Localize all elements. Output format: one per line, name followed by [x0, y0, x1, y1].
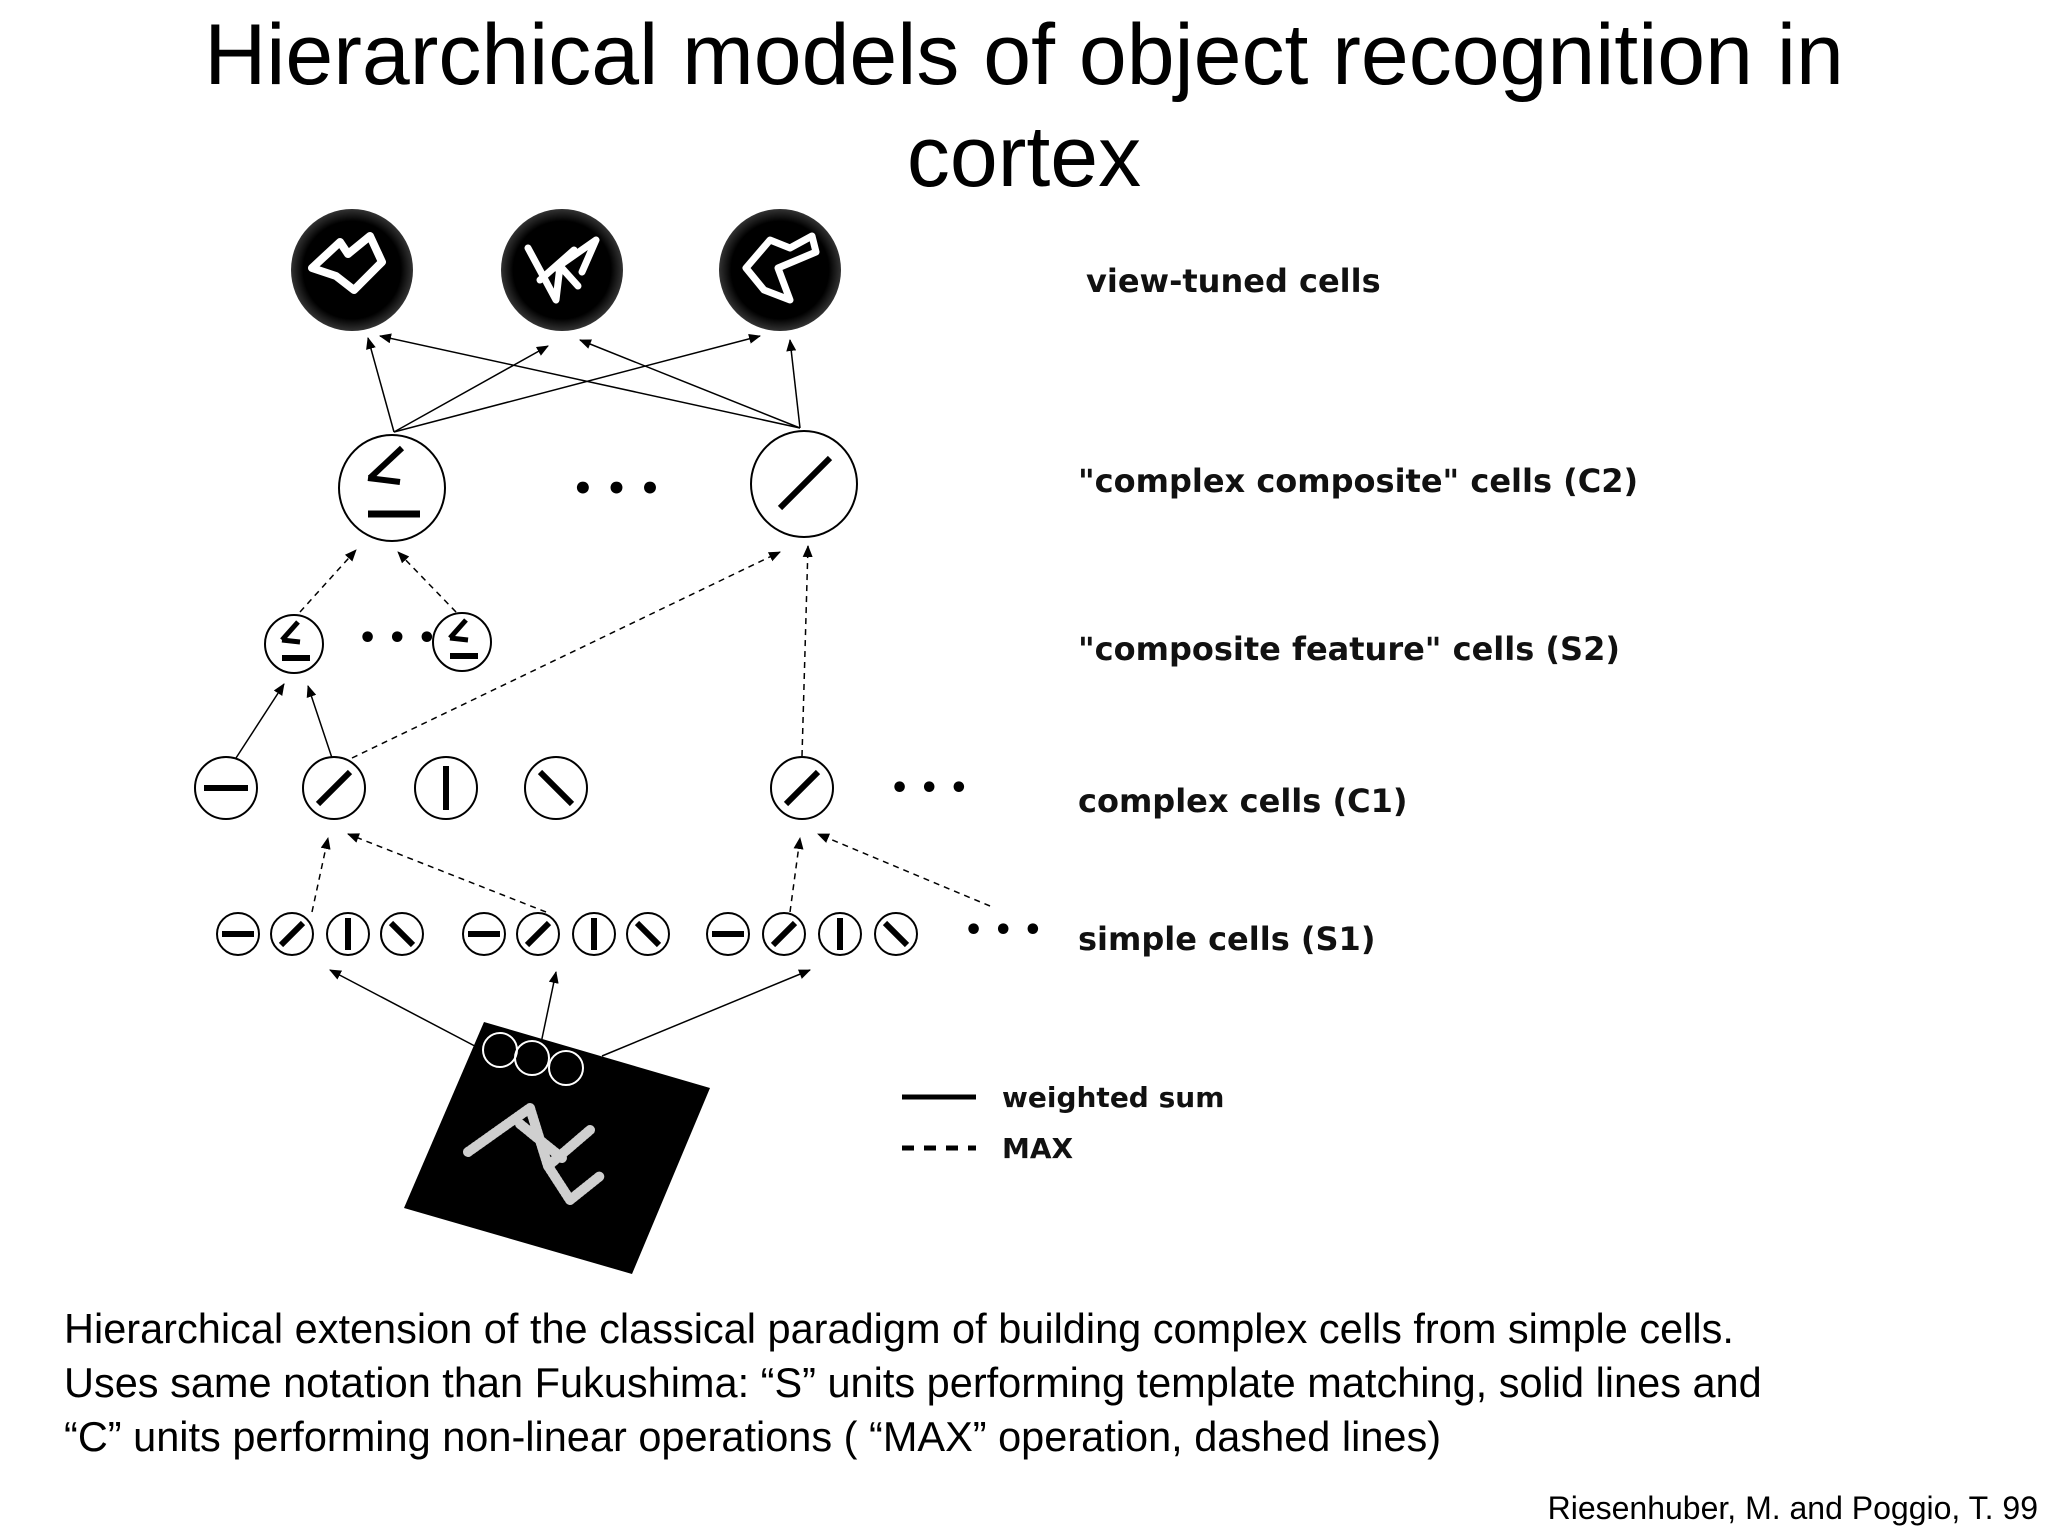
receptive-field-circles [482, 1032, 584, 1086]
c1-cell [770, 756, 834, 820]
s1-cell [626, 912, 670, 956]
s1-cell [762, 912, 806, 956]
view-tuned-cell [501, 209, 623, 331]
c1-cells [194, 756, 834, 820]
c1-cell [414, 756, 478, 820]
view-tuned-cell [719, 209, 841, 331]
c2-cell [338, 434, 446, 542]
view-tuned-cells [291, 209, 841, 331]
s1-cell [874, 912, 918, 956]
label-s1-cells: simple cells (S1) [1078, 920, 1375, 958]
label-c2-cells: "complex composite" cells (C2) [1078, 462, 1638, 500]
s1-cell [216, 912, 260, 956]
s1-to-c1-connections [311, 833, 991, 913]
s2-ellipsis: • • • [358, 621, 436, 656]
legend-max-label: MAX [1002, 1132, 1074, 1165]
s1-cell [572, 912, 616, 956]
s1-cell [516, 912, 560, 956]
s1-group [706, 912, 918, 956]
c2-to-view-tuned-connections [366, 333, 801, 433]
input-to-s1-connections [329, 969, 811, 1057]
citation: Riesenhuber, M. and Poggio, T. 99 [1547, 1490, 2038, 1526]
c1-cell [524, 756, 588, 820]
s1-group [462, 912, 670, 956]
input-image [404, 1022, 710, 1274]
s1-cell [462, 912, 506, 956]
s1-cells [216, 912, 918, 956]
label-view-tuned-cells: view-tuned cells [1086, 262, 1381, 300]
c1-to-s2-connections [235, 683, 333, 759]
s1-cell [706, 912, 750, 956]
caption-line-3: “C” units performing non-linear operatio… [64, 1413, 1442, 1460]
s2-cell [432, 612, 492, 672]
slide-title: Hierarchical models of object recognitio… [0, 4, 2048, 208]
label-s2-cells: "composite feature" cells (S2) [1078, 630, 1620, 668]
title-line-2: cortex [906, 109, 1142, 205]
label-c1-cells: complex cells (C1) [1078, 782, 1407, 820]
caption: Hierarchical extension of the classical … [64, 1302, 2024, 1464]
s1-cell [326, 912, 370, 956]
s1-group [216, 912, 424, 956]
s2-to-c2-connections [299, 545, 813, 759]
s1-cell [818, 912, 862, 956]
c2-cells [338, 430, 858, 542]
caption-line-1: Hierarchical extension of the classical … [64, 1305, 1734, 1352]
s1-cell [270, 912, 314, 956]
s2-cells [264, 612, 492, 674]
c1-cell [194, 756, 258, 820]
c1-cell [302, 756, 366, 820]
c1-ellipsis: • • • [890, 771, 968, 806]
connections [235, 333, 991, 1057]
view-tuned-cell [291, 209, 413, 331]
s2-cell [264, 614, 324, 674]
s1-cell [380, 912, 424, 956]
c2-ellipsis: • • • [572, 469, 661, 509]
caption-line-2: Uses same notation than Fukushima: “S” u… [64, 1359, 1762, 1406]
title-line-1: Hierarchical models of object recognitio… [204, 7, 1844, 103]
c2-cell [750, 430, 858, 538]
s1-ellipsis: • • • [964, 913, 1042, 948]
legend-weighted-sum-label: weighted sum [1002, 1081, 1224, 1114]
legend: weighted sum MAX [902, 1081, 1224, 1165]
